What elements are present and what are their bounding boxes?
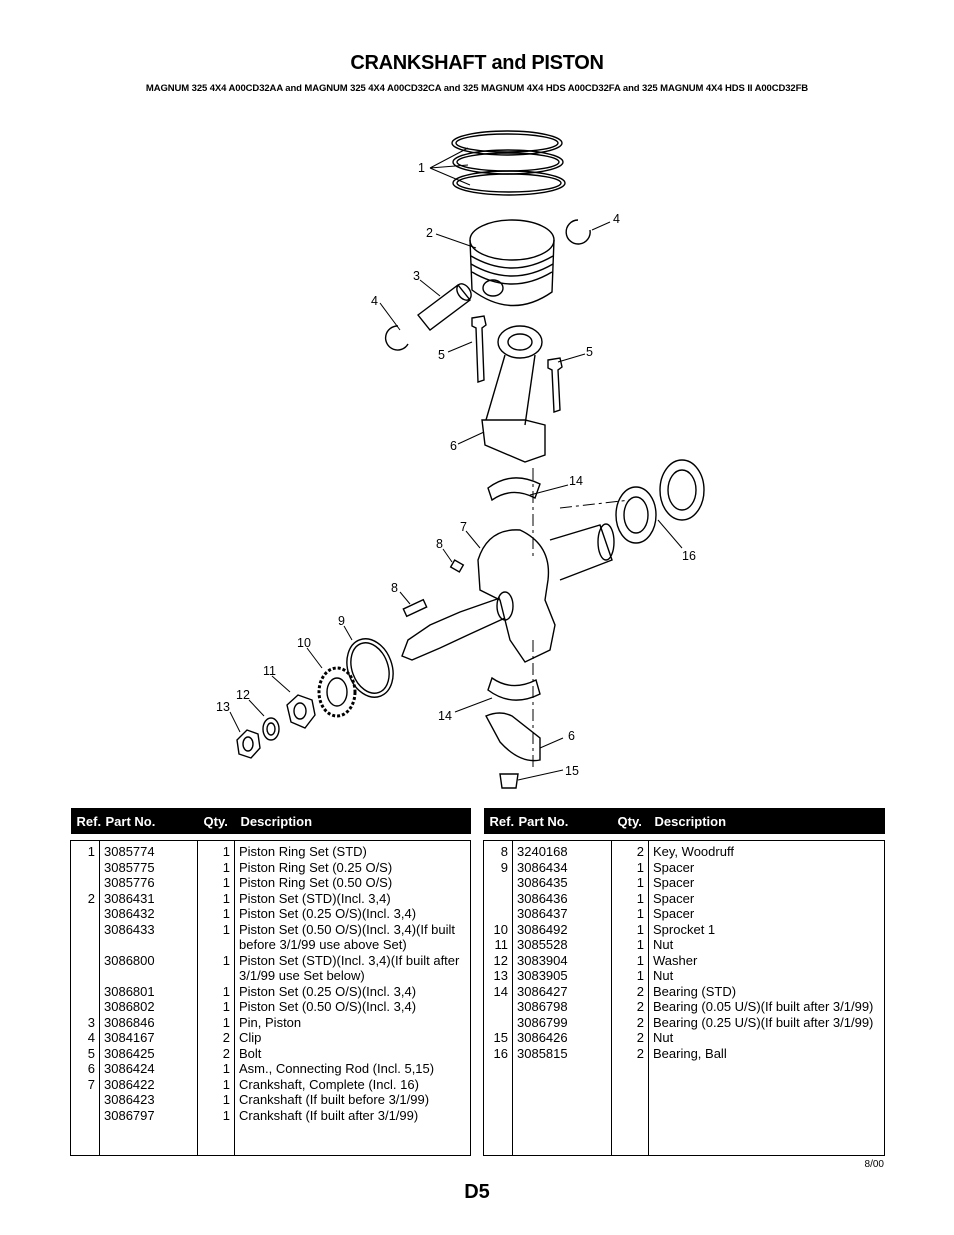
callout-label: 1 xyxy=(418,161,425,175)
page-title: CRANKSHAFT and PISTON xyxy=(350,52,604,74)
page-number: D5 xyxy=(464,1181,490,1203)
bolt xyxy=(471,315,487,383)
callout-label: 6 xyxy=(450,439,457,453)
callout-label: 13 xyxy=(216,700,230,714)
woodruff-key xyxy=(402,598,428,618)
part-no-column: 3085774 3085775 3085776 3086431 3086432 … xyxy=(99,840,198,1156)
washer xyxy=(262,717,280,741)
piston-ring-bottom xyxy=(452,170,566,196)
nut xyxy=(499,773,519,789)
callout-label: 16 xyxy=(682,549,696,563)
qty-column: 1 1 1 1 1 1 1 1 1 1 2 2 1 1 1 1 xyxy=(197,840,235,1156)
parts-table-right: Ref. Part No. Qty. Description 8 9 10 11… xyxy=(483,808,885,1156)
clip xyxy=(565,219,591,245)
sprocket xyxy=(317,666,357,718)
callout-label: 10 xyxy=(297,636,311,650)
callout-label: 11 xyxy=(263,664,276,678)
description-column: Piston Ring Set (STD) Piston Ring Set (0… xyxy=(234,840,471,1156)
clip xyxy=(384,325,409,351)
crankshaft xyxy=(401,523,615,663)
callout-label: 6 xyxy=(568,729,575,743)
nut xyxy=(286,694,316,729)
callout-label: 12 xyxy=(236,688,250,702)
callout-label: 8 xyxy=(391,581,398,595)
model-subtitle: MAGNUM 325 4X4 A00CD32AA and MAGNUM 325 … xyxy=(145,83,809,94)
callout-label: 7 xyxy=(460,520,467,534)
bearing-half-upper xyxy=(487,477,541,502)
parts-table-left: Ref. Part No. Qty. Description 1 2 3 4 5… xyxy=(70,808,471,1156)
callout-label: 15 xyxy=(565,764,579,778)
callout-label: 4 xyxy=(371,294,378,308)
spacer xyxy=(346,638,394,698)
nut xyxy=(236,729,261,759)
connecting-rod xyxy=(481,325,546,463)
bearing-half-lower xyxy=(487,676,541,701)
bolt xyxy=(547,357,563,413)
callout-label: 2 xyxy=(426,226,433,240)
header-description: Description xyxy=(648,808,885,834)
piston-ring-top xyxy=(451,130,563,156)
ball-bearing xyxy=(615,459,705,544)
header-part-no: Part No. xyxy=(512,808,612,834)
callout-label: 9 xyxy=(338,614,345,628)
header-qty: Qty. xyxy=(197,808,235,834)
rod-cap xyxy=(485,712,541,762)
qty-column: 2 1 1 1 1 1 1 1 1 2 2 2 2 2 xyxy=(611,840,649,1156)
piston-pin xyxy=(417,283,472,331)
callout-label: 5 xyxy=(438,348,445,362)
callout-label: 5 xyxy=(586,345,593,359)
header-qty: Qty. xyxy=(611,808,649,834)
woodruff-key xyxy=(449,559,465,573)
callout-label: 4 xyxy=(613,212,620,226)
ref-column: 8 9 10 11 12 13 14 15 16 xyxy=(483,840,513,1156)
revision-date: 8/00 xyxy=(864,1159,884,1170)
description-column: Key, Woodruff Spacer Spacer Spacer Space… xyxy=(648,840,885,1156)
header-description: Description xyxy=(234,808,471,834)
header-ref: Ref. xyxy=(483,808,514,834)
ref-column: 1 2 3 4 5 6 7 xyxy=(70,840,100,1156)
piston xyxy=(469,219,555,307)
callout-label: 8 xyxy=(436,537,443,551)
exploded-parts-diagram: 1 4 2 3 4 5 5 6 14 7 8 16 8 9 10 11 12 1… xyxy=(216,130,705,789)
part-no-column: 3240168 3086434 3086435 3086436 3086437 … xyxy=(512,840,612,1156)
header-part-no: Part No. xyxy=(99,808,198,834)
header-ref: Ref. xyxy=(70,808,101,834)
callout-label: 14 xyxy=(438,709,452,723)
callout-label: 14 xyxy=(569,474,583,488)
callout-label: 3 xyxy=(413,269,420,283)
